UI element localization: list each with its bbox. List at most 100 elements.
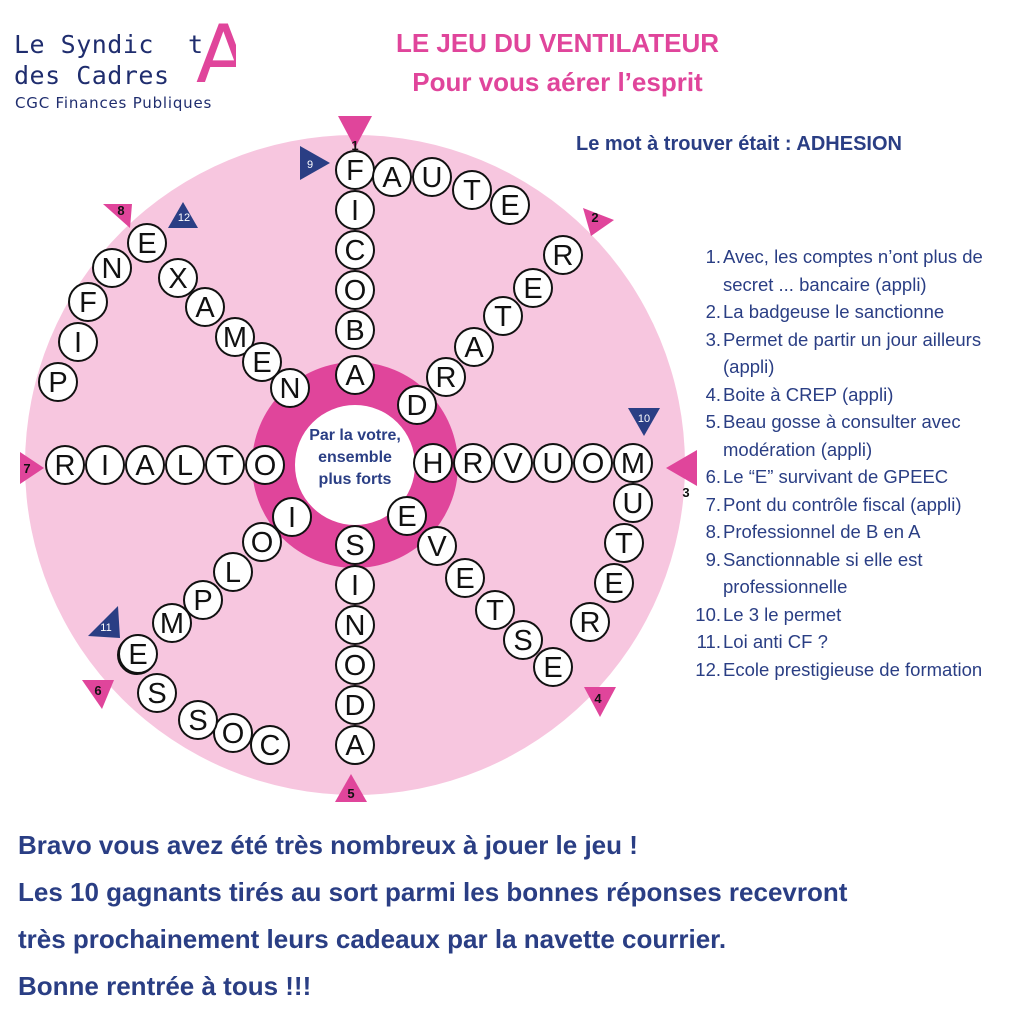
letter-circle bbox=[213, 552, 253, 592]
letter-circle bbox=[454, 327, 494, 367]
letter-circle bbox=[242, 522, 282, 562]
clue-item: 7.Pont du contrôle fiscal (appli) bbox=[686, 491, 1018, 519]
letter-circle bbox=[594, 563, 634, 603]
letter-text: R bbox=[580, 607, 601, 639]
letter-circle bbox=[250, 725, 290, 765]
logo-line-2: des Cadres bbox=[14, 61, 170, 90]
letter-cell: L bbox=[165, 445, 205, 485]
letter-cell: F bbox=[68, 282, 108, 322]
letter-cell: I bbox=[335, 565, 375, 605]
letter-text: O bbox=[344, 650, 367, 682]
letter-text: R bbox=[436, 362, 457, 394]
letter-circle bbox=[183, 580, 223, 620]
letter-cell: O bbox=[335, 270, 375, 310]
letter-cell: V bbox=[493, 443, 533, 483]
marker-triangle bbox=[666, 450, 697, 486]
clue-item: 2.La badgeuse le sanctionne bbox=[686, 298, 1018, 326]
clue-list: 1.Avec, les comptes n’ont plus de secret… bbox=[686, 243, 1018, 683]
page-title: LE JEU DU VENTILATEUR bbox=[395, 28, 720, 58]
letter-text: H bbox=[423, 448, 444, 480]
letter-cell: S bbox=[335, 525, 375, 565]
letter-cell: E bbox=[513, 268, 553, 308]
letter-text: R bbox=[553, 240, 574, 272]
letter-cell: E bbox=[445, 558, 485, 598]
letter-circle bbox=[165, 445, 205, 485]
letter-text: M bbox=[223, 322, 247, 354]
letter-text: L bbox=[225, 557, 241, 589]
letter-text: A bbox=[135, 450, 155, 482]
letter-text: E bbox=[500, 190, 519, 222]
bottom-line-4: Bonne rentrée à tous !!! bbox=[18, 971, 312, 1001]
letter-cell: O bbox=[245, 445, 285, 485]
letter-cell: I bbox=[272, 497, 312, 537]
letter-cell: T bbox=[205, 445, 245, 485]
letter-text: P bbox=[48, 367, 67, 399]
letter-text: I bbox=[101, 450, 109, 482]
clue-number: 6. bbox=[705, 466, 721, 487]
letter-circle bbox=[213, 713, 253, 753]
letter-cell: A bbox=[125, 445, 165, 485]
clue-item: 3.Permet de partir un jour ailleurs (app… bbox=[686, 326, 1018, 381]
clue-number: 2. bbox=[705, 301, 721, 322]
letter-circle bbox=[158, 258, 198, 298]
letter-circle bbox=[38, 362, 78, 402]
logo-line-3: CGC Finances Publiques bbox=[15, 94, 213, 112]
letter-cell: A bbox=[185, 287, 225, 327]
marker-number: 3 bbox=[682, 485, 689, 500]
letter-circle bbox=[613, 483, 653, 523]
center-text-2: ensemble bbox=[318, 449, 392, 466]
letter-circle bbox=[613, 443, 653, 483]
clue-item: 5.Beau gosse à consulter avec modération… bbox=[686, 408, 1018, 463]
letter-text: P bbox=[193, 585, 212, 617]
letter-cell: N bbox=[335, 605, 375, 645]
letter-cell: F bbox=[335, 150, 375, 190]
letter-text: O bbox=[582, 448, 605, 480]
number-marker: 6 bbox=[82, 680, 114, 709]
clue-number: 1. bbox=[705, 246, 721, 267]
letter-text: M bbox=[160, 608, 184, 640]
bottom-line-2: Les 10 gagnants tirés au sort parmi les … bbox=[18, 877, 848, 907]
clue-text: Le 3 le permet bbox=[723, 603, 842, 625]
letter-circle bbox=[335, 605, 375, 645]
letter-circle bbox=[335, 230, 375, 270]
letter-text: T bbox=[494, 301, 512, 333]
letter-circle bbox=[272, 497, 312, 537]
letter-circle bbox=[412, 157, 452, 197]
clue-number: 11. bbox=[696, 631, 721, 652]
letter-text: N bbox=[280, 373, 301, 405]
marker-triangle bbox=[300, 146, 330, 180]
letter-text: O bbox=[251, 527, 274, 559]
letter-circle bbox=[503, 620, 543, 660]
letter-cell: X bbox=[158, 258, 198, 298]
marker-triangle bbox=[628, 408, 660, 436]
letter-cell: T bbox=[483, 296, 523, 336]
letter-text: C bbox=[260, 730, 281, 762]
letter-cell: D bbox=[335, 685, 375, 725]
letter-text: U bbox=[422, 162, 443, 194]
letter-cell: O bbox=[335, 645, 375, 685]
letter-text: A bbox=[195, 292, 215, 324]
letter-circle bbox=[185, 287, 225, 327]
letter-circle bbox=[58, 322, 98, 362]
marker-number: 2 bbox=[591, 210, 598, 225]
marker-number: 7 bbox=[23, 461, 30, 476]
letter-circle bbox=[604, 523, 644, 563]
page-subtitle: Pour vous aérer l’esprit bbox=[412, 67, 703, 97]
clue-item: 6.Le “E” survivant de GPEEC bbox=[686, 463, 1018, 491]
letter-text: O bbox=[222, 718, 245, 750]
center-text-3: plus forts bbox=[319, 471, 392, 488]
letter-cell: M bbox=[152, 603, 192, 643]
letter-text: E bbox=[252, 347, 271, 379]
marker-triangle bbox=[168, 202, 198, 228]
letter-text: F bbox=[346, 155, 364, 187]
letter-circle bbox=[335, 525, 375, 565]
letter-text: E bbox=[397, 501, 416, 533]
letter-circle bbox=[178, 700, 218, 740]
letter-text: S bbox=[147, 678, 166, 710]
letter-cell: D bbox=[397, 385, 437, 425]
letter-circle bbox=[372, 157, 412, 197]
letter-cell: R bbox=[543, 235, 583, 275]
letter-circle bbox=[137, 673, 177, 713]
letter-cell: I bbox=[335, 190, 375, 230]
